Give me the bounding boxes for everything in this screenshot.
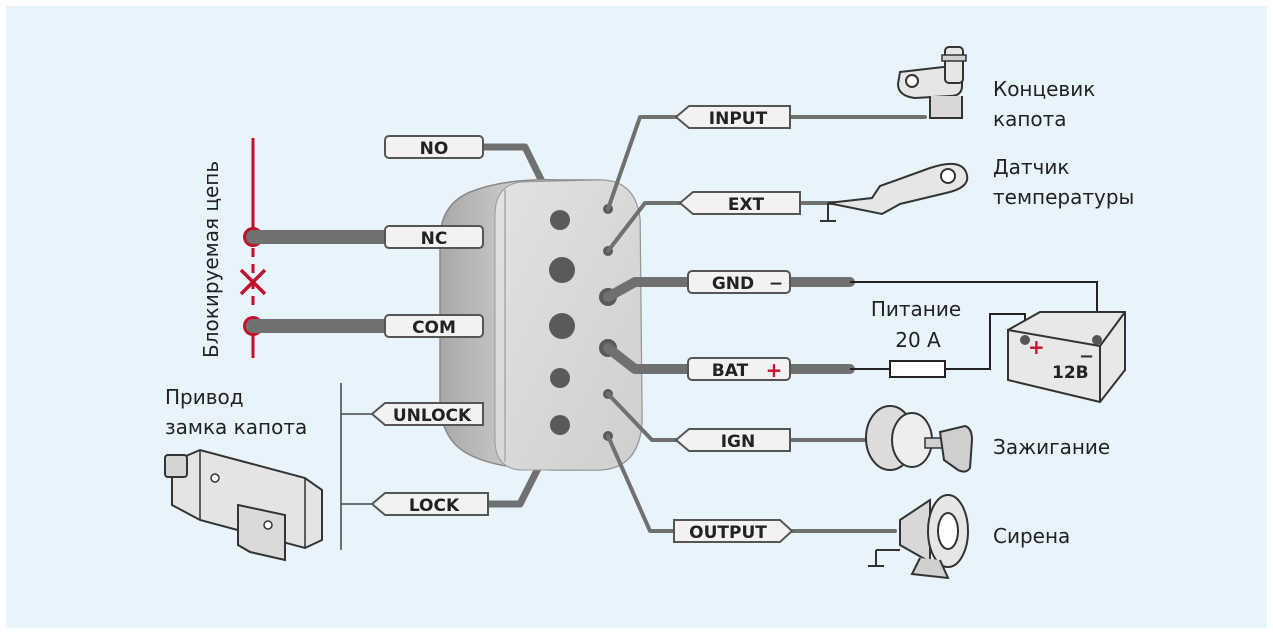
label-nc: NC: [384, 225, 484, 249]
label-gnd-text: GND: [712, 274, 754, 294]
caption-siren: Сирена: [993, 524, 1070, 548]
label-com: COM: [384, 314, 484, 338]
caption-power-line1: Питание: [871, 297, 961, 321]
label-input: INPUT: [674, 105, 791, 129]
battery-voltage: 12В: [1052, 363, 1089, 383]
label-no: NO: [384, 135, 484, 159]
fuse: [889, 360, 946, 378]
label-unlock: UNLOCK: [370, 402, 484, 426]
wire-gnd: [603, 277, 693, 302]
bat-plus-icon: +: [766, 358, 783, 382]
caption-hood-switch-line1: Концевик: [993, 77, 1095, 101]
label-bat: BAT +: [687, 357, 791, 382]
hood-switch-icon: [896, 46, 967, 119]
label-output: OUTPUT: [673, 519, 794, 543]
label-lock-text: LOCK: [409, 496, 460, 516]
caption-temp-sensor: Датчик температуры: [993, 155, 1134, 209]
label-no-text: NO: [420, 139, 449, 159]
caption-hood-switch-line2: капота: [993, 107, 1067, 131]
caption-hood-switch: Концевик капота: [993, 77, 1095, 131]
label-ign-text: IGN: [721, 432, 756, 452]
siren-icon: [868, 494, 969, 580]
ignition-icon: [865, 405, 974, 473]
battery-plus-icon: +: [1028, 335, 1045, 359]
battery-icon: + − 12В: [1007, 311, 1126, 404]
break-cross-icon: [239, 268, 267, 296]
caption-power: Питание 20 А: [871, 297, 961, 352]
caption-hood-lock-line1: Привод: [165, 385, 244, 409]
caption-ignition: Зажигание: [993, 435, 1110, 459]
wire-ign: [606, 392, 678, 442]
label-bat-text: BAT: [712, 361, 749, 381]
caption-blocked-circuit: Блокируемая цепь: [199, 161, 223, 358]
label-ext: EXT: [678, 191, 801, 215]
caption-temp-sensor-line1: Датчик: [993, 155, 1069, 179]
battery-minus-icon: −: [1079, 346, 1094, 367]
caption-power-line2: 20 А: [895, 328, 941, 352]
wire-bat: [603, 343, 693, 374]
wire-input: [606, 115, 678, 211]
caption-hood-lock: Привод замка капота: [165, 385, 307, 439]
caption-temp-sensor-line2: температуры: [993, 185, 1134, 209]
label-gnd: GND −: [687, 270, 791, 294]
wire-ext: [606, 201, 682, 253]
label-output-text: OUTPUT: [689, 523, 767, 543]
label-input-text: INPUT: [709, 109, 768, 129]
wire-output: [606, 434, 676, 533]
caption-hood-lock-line2: замка капота: [165, 415, 307, 439]
label-nc-text: NC: [421, 229, 448, 249]
temperature-sensor-icon: [820, 162, 969, 222]
label-com-text: COM: [412, 318, 456, 338]
label-ign: IGN: [674, 428, 791, 452]
module-terminals: [549, 204, 617, 441]
label-unlock-text: UNLOCK: [393, 406, 472, 426]
label-lock: LOCK: [370, 492, 489, 516]
lock-actuator-icon: [164, 448, 323, 562]
gnd-minus-icon: −: [769, 274, 783, 294]
label-ext-text: EXT: [728, 195, 765, 215]
